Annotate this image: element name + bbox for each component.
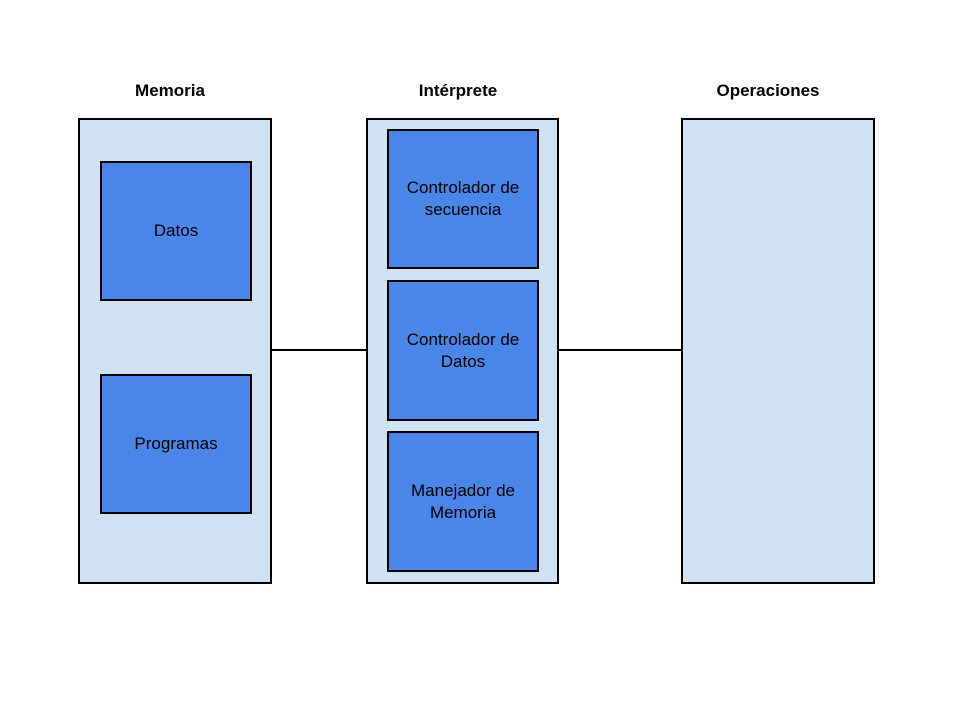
operaciones-title: Operaciones — [716, 81, 820, 100]
manejador-memoria-box: Manejador de Memoria — [387, 431, 539, 572]
memoria-interprete-connector — [271, 349, 367, 351]
manejador-memoria-label: Manejador de Memoria — [411, 480, 515, 522]
controlador-secuencia-box: Controlador de secuencia — [387, 129, 539, 269]
datos-box: Datos — [100, 161, 252, 301]
interprete-operaciones-connector — [558, 349, 682, 351]
datos-label: Datos — [153, 221, 199, 240]
programas-box: Programas — [100, 374, 252, 514]
interprete-title: Intérprete — [418, 81, 498, 100]
memoria-title: Memoria — [135, 81, 205, 100]
controlador-datos-label: Controlador de Datos — [406, 329, 520, 371]
controlador-secuencia-label: Controlador de secuencia — [406, 178, 520, 219]
programas-label: Programas — [134, 434, 218, 453]
operaciones-panel — [681, 118, 875, 584]
controlador-datos-box: Controlador de Datos — [387, 280, 539, 421]
